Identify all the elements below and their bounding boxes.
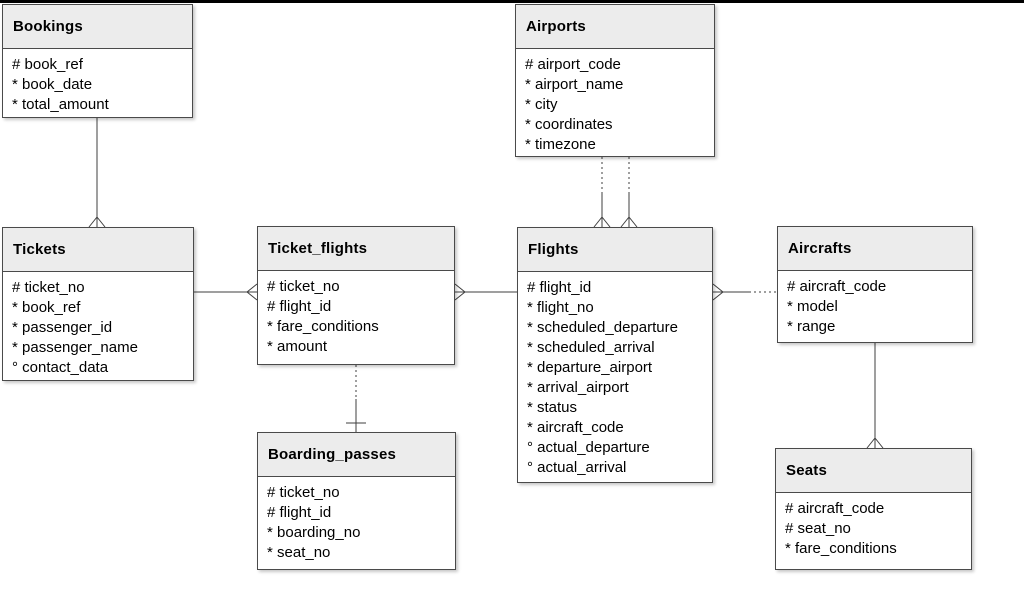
column-bookings-total_amount: * total_amount — [12, 96, 109, 113]
column-aircrafts-range: * range — [787, 318, 836, 335]
column-seats-aircraft_code: # aircraft_code — [785, 500, 885, 517]
column-flights-scheduled_departure: * scheduled_departure — [527, 319, 678, 336]
column-flights-scheduled_arrival: * scheduled_arrival — [527, 339, 655, 356]
table-columns-airports: # airport_code * airport_name * city * coor… — [516, 49, 714, 155]
top-border-bar — [0, 0, 1024, 3]
column-airports-coordinates: * coordinates — [525, 116, 613, 133]
column-airports-airport_name: * airport_name — [525, 76, 624, 93]
column-seats-seat_no: # seat_no — [785, 520, 851, 537]
column-tickets-passenger_id: * passenger_id — [12, 319, 113, 336]
entity-table-aircrafts[interactable]: Aircrafts # aircraft_code * model * range — [777, 226, 973, 343]
column-aircrafts-model: * model — [787, 298, 838, 315]
column-tickets-passenger_name: * passenger_name — [12, 339, 138, 356]
entity-table-flights[interactable]: Flights # flight_id * flight_no * scheduled… — [517, 227, 713, 483]
column-flights-aircraft_code: * aircraft_code — [527, 419, 624, 436]
relationship-aircrafts-flights[interactable] — [712, 283, 777, 301]
column-airports-city: * city — [525, 96, 558, 113]
table-columns-aircrafts: # aircraft_code * model * range — [778, 271, 972, 337]
column-airports-airport_code: # airport_code — [525, 56, 621, 73]
column-flights-actual_departure: ° actual_departure — [527, 439, 650, 456]
table-title-airports[interactable]: Airports — [516, 5, 714, 49]
relationship-ticket_flights-boarding_passes[interactable] — [346, 365, 366, 432]
relationship-tickets-ticket_flights[interactable] — [194, 283, 258, 301]
table-title-flights[interactable]: Flights — [518, 228, 712, 272]
column-seats-fare_conditions: * fare_conditions — [785, 540, 897, 557]
relationship-bookings-tickets[interactable] — [88, 118, 106, 228]
column-bookings-book_date: * book_date — [12, 76, 93, 93]
column-tickets-ticket_no: # ticket_no — [12, 279, 85, 296]
relationship-airports-flights-departure[interactable] — [593, 157, 611, 228]
table-columns-flights: # flight_id * flight_no * scheduled_depart… — [518, 272, 712, 478]
entity-table-ticket_flights[interactable]: Ticket_flights # ticket_no # flight_id * fa… — [257, 226, 455, 365]
column-boarding_passes-ticket_no: # ticket_no — [267, 484, 340, 501]
column-bookings-book_ref: # book_ref — [12, 56, 83, 73]
table-columns-tickets: # ticket_no * book_ref * passenger_id * pas… — [3, 272, 193, 378]
column-ticket_flights-flight_id: # flight_id — [267, 298, 332, 315]
column-flights-status: * status — [527, 399, 578, 416]
column-flights-actual_arrival: ° actual_arrival — [527, 459, 627, 476]
column-flights-flight_no: * flight_no — [527, 299, 594, 316]
entity-table-bookings[interactable]: Bookings # book_ref * book_date * total_amo… — [2, 4, 193, 118]
column-boarding_passes-boarding_no: * boarding_no — [267, 524, 361, 541]
table-columns-bookings: # book_ref * book_date * total_amount — [3, 49, 192, 115]
table-title-ticket_flights[interactable]: Ticket_flights — [258, 227, 454, 271]
entity-table-seats[interactable]: Seats # aircraft_code # seat_no * fare_cond… — [775, 448, 972, 570]
column-flights-flight_id: # flight_id — [527, 279, 592, 296]
column-ticket_flights-amount: * amount — [267, 338, 328, 355]
column-boarding_passes-flight_id: # flight_id — [267, 504, 332, 521]
table-columns-boarding_passes: # ticket_no # flight_id * boarding_no * sea… — [258, 477, 455, 563]
column-tickets-book_ref: * book_ref — [12, 299, 81, 316]
entity-table-airports[interactable]: Airports # airport_code * airport_name * ci… — [515, 4, 715, 157]
table-title-boarding_passes[interactable]: Boarding_passes — [258, 433, 455, 477]
relationship-flights-ticket_flights[interactable] — [454, 283, 517, 301]
column-tickets-contact_data: ° contact_data — [12, 359, 109, 376]
relationship-aircrafts-seats[interactable] — [866, 343, 884, 449]
entity-table-boarding_passes[interactable]: Boarding_passes # ticket_no # flight_id * b… — [257, 432, 456, 570]
table-title-bookings[interactable]: Bookings — [3, 5, 192, 49]
column-flights-arrival_airport: * arrival_airport — [527, 379, 629, 396]
table-title-tickets[interactable]: Tickets — [3, 228, 193, 272]
column-boarding_passes-seat_no: * seat_no — [267, 544, 331, 561]
column-ticket_flights-ticket_no: # ticket_no — [267, 278, 340, 295]
entity-table-tickets[interactable]: Tickets # ticket_no * book_ref * passenger_… — [2, 227, 194, 381]
relationship-airports-flights-arrival[interactable] — [620, 157, 638, 228]
column-airports-timezone: * timezone — [525, 136, 596, 153]
column-aircrafts-aircraft_code: # aircraft_code — [787, 278, 887, 295]
column-flights-departure_airport: * departure_airport — [527, 359, 653, 376]
table-columns-ticket_flights: # ticket_no # flight_id * fare_conditions *… — [258, 271, 454, 357]
column-ticket_flights-fare_conditions: * fare_conditions — [267, 318, 379, 335]
table-title-seats[interactable]: Seats — [776, 449, 971, 493]
table-columns-seats: # aircraft_code # seat_no * fare_condition… — [776, 493, 971, 559]
table-title-aircrafts[interactable]: Aircrafts — [778, 227, 972, 271]
